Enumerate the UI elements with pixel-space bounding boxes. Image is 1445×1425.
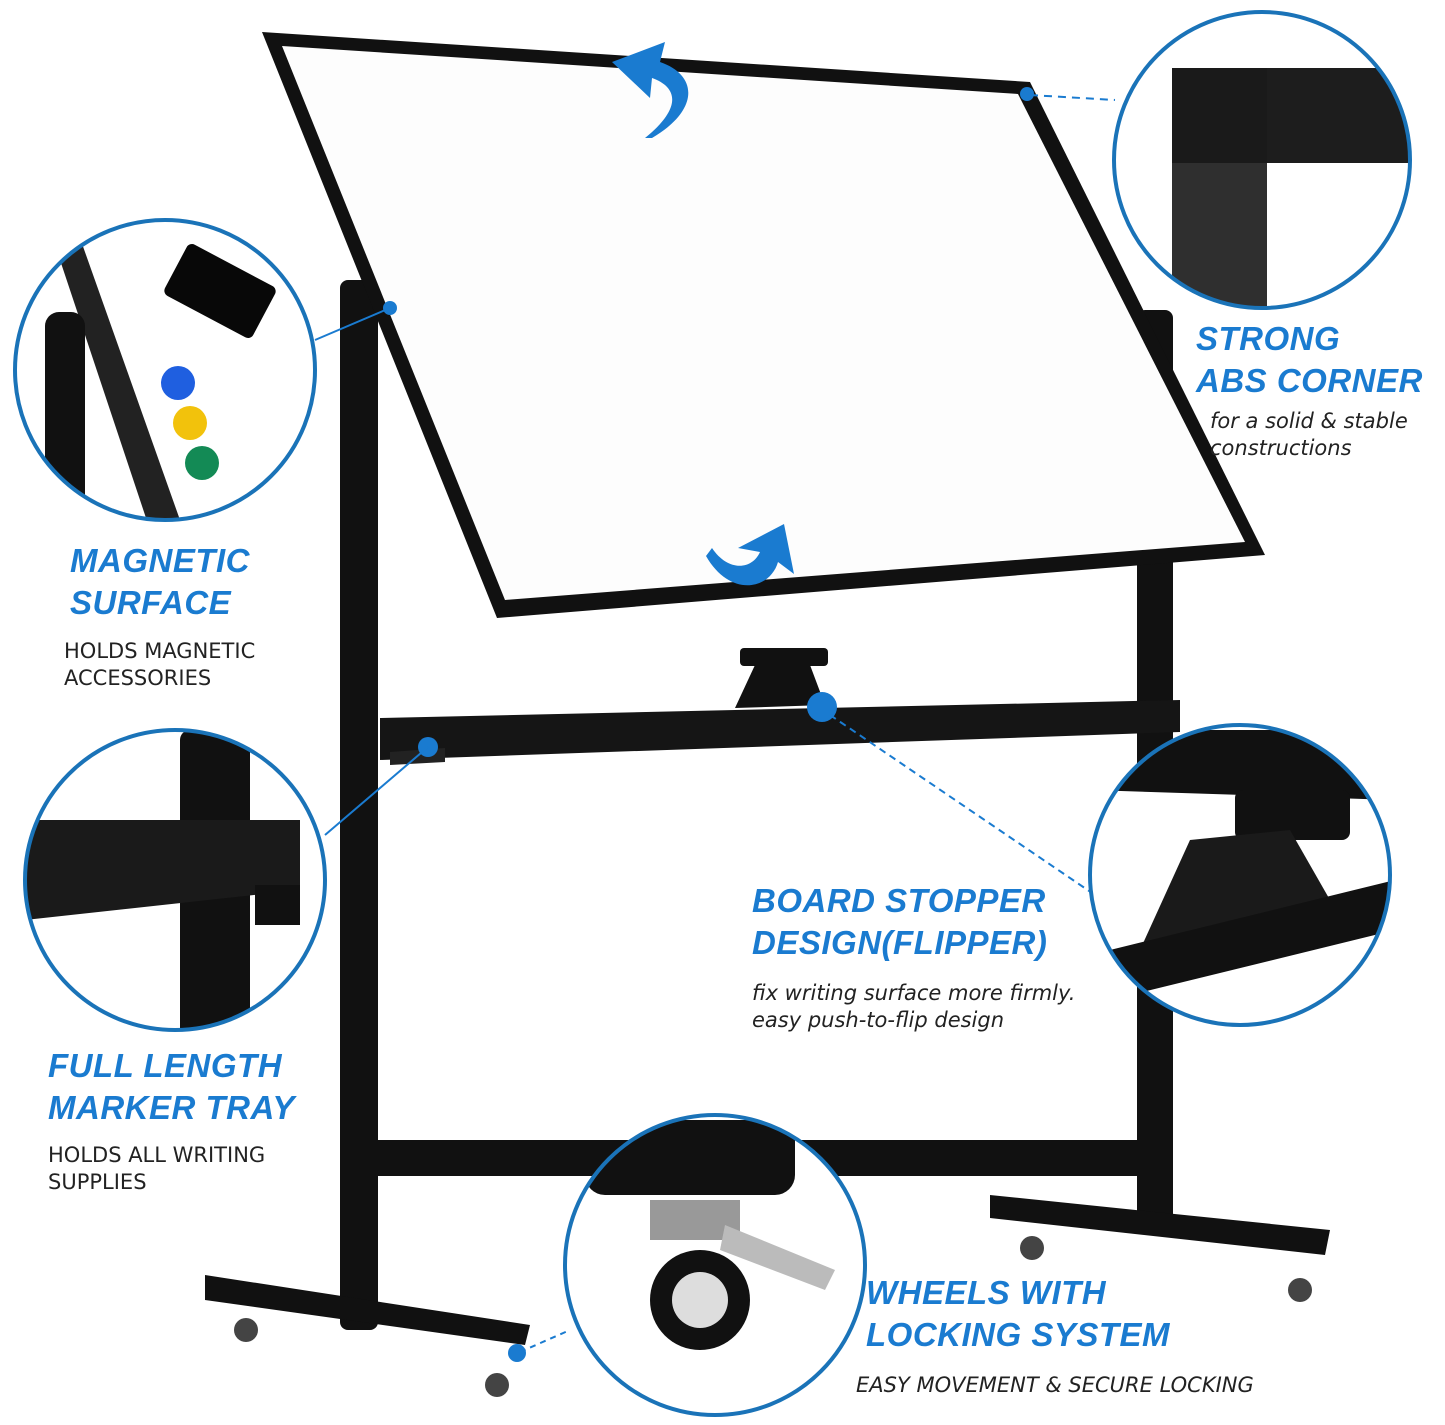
- detail-circle-magnetic: [13, 218, 317, 522]
- feature-subtitle-wheels: EASY MOVEMENT & SECURE LOCKING: [856, 1372, 1254, 1399]
- subtitle-line: fix writing surface more firmly.: [752, 981, 1076, 1005]
- title-line: FULL LENGTH: [48, 1047, 283, 1084]
- detail-circle-wheel: [563, 1113, 867, 1417]
- rotate-arrow-bottom-icon: [706, 524, 794, 586]
- feature-subtitle-abs-corner: for a solid & stable constructions: [1210, 408, 1408, 462]
- subtitle-line: HOLDS ALL WRITING: [48, 1143, 266, 1167]
- whiteboard: [262, 32, 1265, 618]
- rotate-arrow-top-icon: [612, 42, 689, 138]
- title-line: STRONG: [1196, 320, 1341, 357]
- title-line: ABS CORNER: [1196, 362, 1423, 399]
- feature-subtitle-marker-tray: HOLDS ALL WRITING SUPPLIES: [48, 1142, 265, 1196]
- title-line: MAGNETIC: [70, 542, 250, 579]
- feature-title-marker-tray: FULL LENGTH MARKER TRAY: [48, 1045, 295, 1129]
- feature-title-board-stopper: BOARD STOPPER DESIGN(FLIPPER): [752, 880, 1047, 964]
- detail-circle-marker-tray: [23, 728, 327, 1032]
- title-line: DESIGN(FLIPPER): [752, 924, 1048, 961]
- title-line: LOCKING SYSTEM: [866, 1316, 1171, 1353]
- feature-subtitle-magnetic: HOLDS MAGNETIC ACCESSORIES: [64, 638, 255, 692]
- feature-title-magnetic: MAGNETIC SURFACE: [70, 540, 250, 624]
- subtitle-line: SUPPLIES: [48, 1170, 147, 1194]
- subtitle-line: HOLDS MAGNETIC: [64, 639, 256, 663]
- subtitle-line: EASY MOVEMENT & SECURE LOCKING: [856, 1373, 1254, 1397]
- title-line: BOARD STOPPER: [752, 882, 1046, 919]
- subtitle-line: constructions: [1210, 436, 1352, 460]
- subtitle-line: ACCESSORIES: [64, 666, 212, 690]
- subtitle-line: for a solid & stable: [1210, 409, 1408, 433]
- title-line: WHEELS WITH: [866, 1274, 1107, 1311]
- subtitle-line: easy push-to-flip design: [752, 1008, 1005, 1032]
- detail-circle-stopper: [1088, 723, 1392, 1027]
- feature-title-abs-corner: STRONG ABS CORNER: [1196, 318, 1423, 402]
- feature-title-wheels: WHEELS WITH LOCKING SYSTEM: [866, 1272, 1170, 1356]
- title-line: MARKER TRAY: [48, 1089, 295, 1126]
- title-line: SURFACE: [70, 584, 232, 621]
- feature-subtitle-board-stopper: fix writing surface more firmly. easy pu…: [752, 980, 1075, 1034]
- detail-circle-abs-corner: [1112, 10, 1412, 310]
